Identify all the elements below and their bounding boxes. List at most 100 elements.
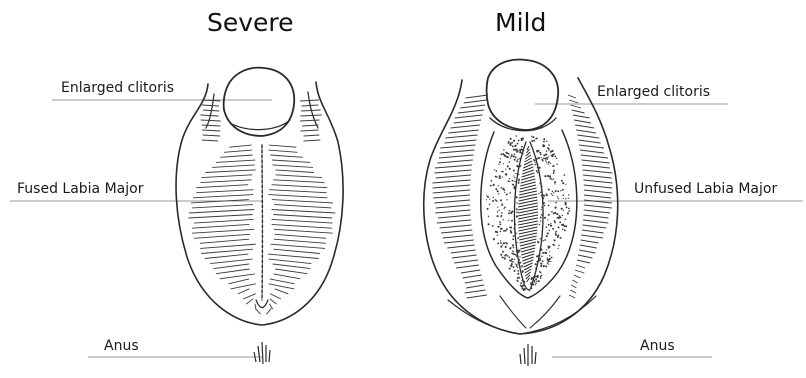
hatch-stroke [573, 280, 578, 283]
hatch-stroke [275, 234, 326, 238]
hatch-stroke [272, 224, 333, 228]
hatch-stroke [255, 304, 256, 309]
stipple-dot [509, 178, 510, 179]
hatch-stroke [450, 125, 480, 128]
hatch-stroke [432, 180, 470, 183]
hatch-stroke [269, 145, 296, 147]
stipple-dot [530, 283, 532, 285]
stipple-dot [498, 185, 499, 186]
hatch-stroke [214, 264, 250, 269]
stipple-dot [513, 259, 514, 260]
stipple-dot [506, 194, 508, 196]
hatch-stroke [582, 165, 610, 168]
hatch-stroke [272, 160, 310, 162]
stipple-dot [547, 259, 549, 261]
stipple-dot [562, 182, 564, 184]
hatch-stroke [300, 120, 320, 121]
hatch-stroke [272, 185, 328, 188]
stipple-dot [549, 175, 551, 177]
stipple-dot [516, 208, 518, 210]
stipple-dot [489, 204, 491, 206]
stipple-dot [497, 243, 498, 244]
stipple-dot [557, 226, 559, 228]
stipple-dot [500, 228, 502, 230]
stipple-dot [543, 265, 545, 267]
hatch-stroke [229, 145, 251, 147]
stipple-dot [511, 220, 513, 222]
stipple-dot [555, 202, 557, 204]
stipple-dot [510, 138, 512, 140]
stipple-dot [509, 210, 511, 212]
stipple-dot [559, 221, 561, 223]
stipple-dot [523, 281, 525, 283]
stipple-dot [545, 252, 547, 254]
stipple-dot [547, 175, 549, 177]
stipple-dot [541, 157, 542, 158]
stipple-dot [517, 262, 519, 264]
stipple-dot [497, 226, 499, 228]
hatch-stroke [194, 219, 253, 223]
stipple-dot [535, 263, 537, 265]
stipple-dot [538, 193, 539, 194]
stipple-dot [546, 162, 547, 163]
stipple-dot [563, 198, 564, 199]
stipple-dot [540, 263, 542, 265]
stipple-dot [522, 279, 524, 281]
stipple-dot [509, 168, 511, 170]
stipple-dot [507, 156, 509, 158]
stipple-dot [514, 226, 515, 227]
stipple-dot [551, 193, 553, 195]
stipple-dot [509, 227, 510, 228]
stipple-dot [500, 240, 501, 241]
hatch-stroke [273, 215, 332, 219]
stipple-dot [517, 143, 519, 145]
stipple-dot [546, 141, 547, 142]
stipple-dot [563, 174, 565, 176]
hatch-stroke [581, 155, 608, 158]
hatch-stroke [267, 309, 272, 315]
stipple-dot [488, 223, 490, 225]
stipple-dot [497, 190, 499, 192]
stipple-dot [486, 195, 487, 196]
stipple-dot [548, 164, 549, 165]
stipple-dot [535, 162, 536, 163]
stipple-dot [552, 195, 553, 196]
hatch-stroke [246, 299, 253, 304]
stipple-dot [514, 146, 516, 148]
hatch-stroke [273, 165, 313, 168]
hatch-stroke [452, 255, 477, 258]
hatch-stroke [463, 275, 482, 278]
stipple-dot [510, 265, 511, 266]
stipple-dot [534, 280, 535, 281]
stipple-dot [522, 285, 524, 287]
hatch-stroke [224, 150, 252, 152]
stipple-dot [510, 157, 511, 158]
stipple-dot [535, 275, 537, 277]
hatch-stroke [200, 115, 218, 116]
stipple-dot [549, 246, 551, 248]
stipple-dot [551, 211, 553, 213]
hatch-stroke [435, 165, 472, 168]
severe-drawing [176, 68, 343, 325]
stipple-dot [508, 256, 510, 258]
mild-hatching [432, 95, 612, 298]
stipple-dot [535, 278, 537, 280]
stipple-dot [550, 225, 552, 227]
stipple-dot [519, 158, 521, 160]
hatch-stroke [300, 115, 321, 116]
stipple-dot [512, 244, 514, 246]
stipple-dot [493, 197, 494, 198]
hatch-stroke [205, 170, 255, 173]
stipple-dot [517, 267, 518, 268]
hatch-stroke [579, 145, 604, 148]
stipple-dot [554, 220, 556, 222]
stipple-dot [500, 246, 502, 248]
stipple-dot [507, 255, 509, 257]
stipple-dot [500, 254, 502, 256]
stipple-dot [555, 190, 557, 192]
stipple-dot [490, 180, 492, 182]
hatch-stroke [464, 100, 487, 103]
stipple-dot [542, 145, 544, 147]
hatch-stroke [448, 130, 478, 133]
hatch-stroke [275, 269, 307, 274]
